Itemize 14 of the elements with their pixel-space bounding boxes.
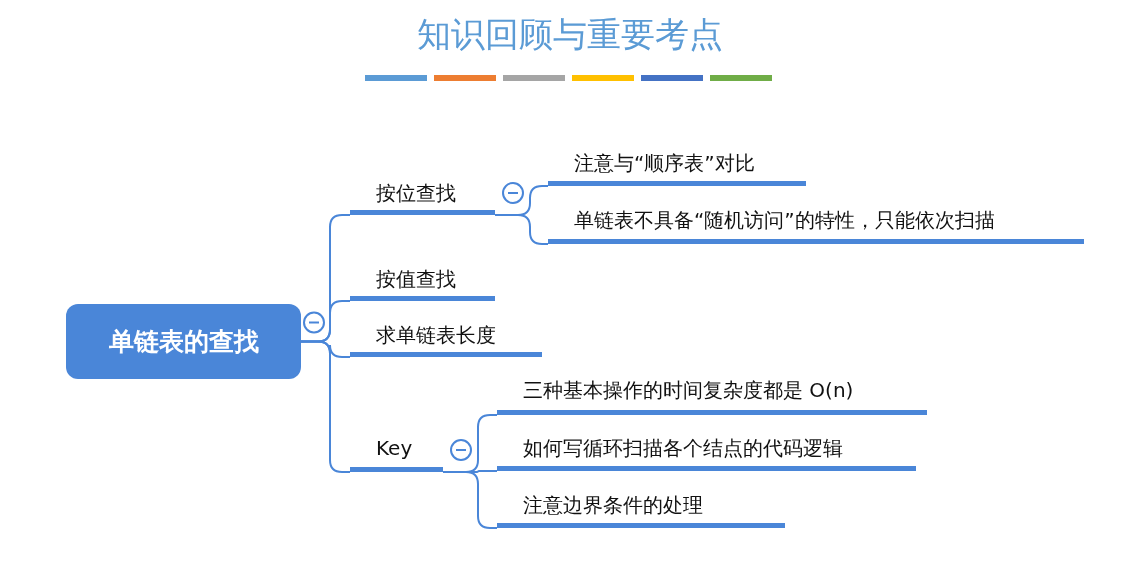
topic-label: 求单链表长度 <box>350 320 542 357</box>
title: 知识回顾与重要考点 <box>416 14 723 54</box>
topic-label: 如何写循环扫描各个结点的代码逻辑 <box>497 433 916 471</box>
connector-line <box>494 214 549 245</box>
topic-label: Key <box>350 433 443 472</box>
topic-label: 注意与“顺序表”对比 <box>548 148 806 186</box>
connector-line <box>442 471 498 529</box>
topic-label: 按值查找 <box>350 264 495 301</box>
topic-label: 按位查找 <box>350 178 495 215</box>
topic-label: 三种基本操作的时间复杂度都是 O(n) <box>497 375 927 415</box>
root-topic-box: 单链表的查找 <box>66 304 301 379</box>
topic-label: 单链表不具备“随机访问”的特性，只能依次扫描 <box>548 205 1084 244</box>
topic-label: 注意边界条件的处理 <box>497 490 785 528</box>
connector-line <box>300 340 351 473</box>
